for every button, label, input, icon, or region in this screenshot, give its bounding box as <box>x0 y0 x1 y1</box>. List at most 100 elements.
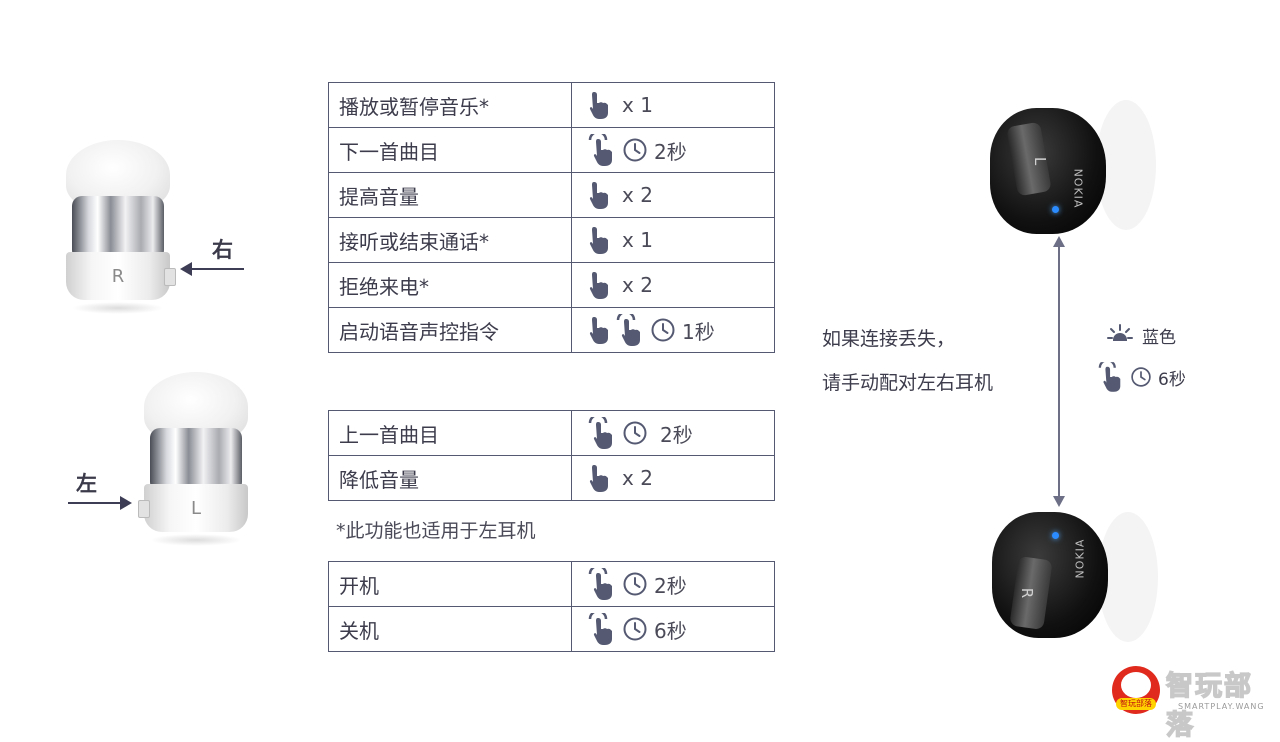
hand-hold-icon <box>588 568 616 600</box>
hand-tap-icon <box>588 90 610 120</box>
row-label: 拒绝来电* <box>328 262 572 308</box>
row-gesture: 6秒 <box>571 606 775 652</box>
row-label: 下一首曲目 <box>328 127 572 173</box>
table-row: 关机 6秒 <box>328 606 775 652</box>
row-gesture: x 2 <box>571 172 775 218</box>
row-gesture: x 2 <box>571 262 775 308</box>
clock-icon <box>650 317 676 343</box>
left-side-label: 左 <box>76 472 97 496</box>
bear-face-icon <box>1121 672 1151 698</box>
table-row: 上一首曲目 2秒 <box>328 410 775 456</box>
bottom-earbud-photo: R NOKIA <box>992 512 1108 638</box>
gesture-text: 1秒 <box>682 319 715 344</box>
pairing-hold-text: 6秒 <box>1158 369 1186 390</box>
gesture-text: 2秒 <box>654 573 687 598</box>
ear-skin <box>1098 512 1158 642</box>
earbud-shadow <box>150 534 242 546</box>
brand-logo: NOKIA <box>1071 168 1085 209</box>
hand-tap-icon <box>588 180 610 210</box>
earbud-letter: L <box>1031 156 1050 166</box>
row-label: 关机 <box>328 606 572 652</box>
table-row: 下一首曲目 2秒 <box>328 127 775 173</box>
power-controls-table: 开机 2秒 关机 6秒 <box>328 561 775 652</box>
earbud-base: L <box>144 484 248 532</box>
top-earbud-photo: L NOKIA <box>990 108 1106 234</box>
left-arrow-head <box>120 496 132 510</box>
hand-hold-icon <box>1098 362 1124 392</box>
clock-icon <box>622 571 648 597</box>
earbud-base: R <box>66 252 170 300</box>
watermark-badge: 智玩部落 <box>1116 698 1156 710</box>
table-row: 降低音量 x 2 <box>328 455 775 501</box>
row-label: 上一首曲目 <box>328 410 572 456</box>
hand-hold-icon <box>588 613 616 645</box>
hand-tap-icon <box>588 225 610 255</box>
led-indicator-row: 蓝色 <box>1106 322 1176 348</box>
right-side-label: 右 <box>212 238 233 262</box>
right-arrow-head <box>180 262 192 276</box>
hand-tap-icon <box>588 315 610 345</box>
clock-icon <box>622 616 648 642</box>
right-earbud-illustration: R <box>66 140 176 316</box>
row-label: 开机 <box>328 561 572 607</box>
metal-housing <box>150 428 242 492</box>
watermark-logo: 智玩部落 <box>1112 666 1160 714</box>
right-earbud-controls-table: 播放或暂停音乐* x 1 下一首曲目 2秒 提高音量 x 2 接听或结束通话* … <box>328 82 775 353</box>
ear-skin <box>1096 100 1156 230</box>
hand-tap-icon <box>588 463 610 493</box>
gesture-text: 6秒 <box>654 618 687 643</box>
clock-icon <box>622 137 648 163</box>
table-row: 提高音量 x 2 <box>328 172 775 218</box>
right-arrow <box>186 268 244 270</box>
metal-housing <box>72 196 164 260</box>
gesture-text: x 2 <box>622 273 653 297</box>
row-label: 启动语音声控指令 <box>328 307 572 353</box>
led-dot <box>1052 532 1059 539</box>
clock-icon <box>622 420 648 446</box>
table-row: 接听或结束通话* x 1 <box>328 217 775 263</box>
table-row: 播放或暂停音乐* x 1 <box>328 82 775 128</box>
table-row: 启动语音声控指令 1秒 <box>328 307 775 353</box>
watermark-title: 智玩部落 <box>1165 670 1253 741</box>
row-label: 接听或结束通话* <box>328 217 572 263</box>
connector-arrow-up <box>1053 236 1065 247</box>
table-row: 拒绝来电* x 2 <box>328 262 775 308</box>
earbud-button <box>138 500 150 518</box>
row-gesture: x 1 <box>571 217 775 263</box>
gesture-text: x 1 <box>622 93 653 117</box>
gesture-text: x 2 <box>622 466 653 490</box>
led-dot <box>1052 206 1059 213</box>
row-label: 提高音量 <box>328 172 572 218</box>
gesture-text: x 1 <box>622 228 653 252</box>
footnote: *此功能也适用于左耳机 <box>336 520 536 542</box>
gesture-text: 2秒 <box>654 139 687 164</box>
row-gesture: 1秒 <box>571 307 775 353</box>
row-gesture: 2秒 <box>571 561 775 607</box>
hand-hold-icon <box>616 314 644 346</box>
row-gesture: 2秒 <box>571 127 775 173</box>
row-label: 播放或暂停音乐* <box>328 82 572 128</box>
connector-arrow-down <box>1053 496 1065 507</box>
pairing-connector-line <box>1058 244 1060 502</box>
brand-logo: NOKIA <box>1073 538 1087 579</box>
left-arrow <box>68 502 122 504</box>
watermark-subtitle: SMARTPLAY.WANG <box>1178 702 1265 711</box>
clock-icon <box>1130 366 1152 388</box>
hand-tap-icon <box>588 270 610 300</box>
led-color-label: 蓝色 <box>1142 327 1176 348</box>
earbud-letter: R <box>111 265 125 287</box>
gesture-text: 2秒 <box>660 422 693 447</box>
earbud-shadow <box>72 302 164 314</box>
pairing-line-1: 如果连接丢失， <box>822 328 956 350</box>
row-label: 降低音量 <box>328 455 572 501</box>
hand-hold-icon <box>588 417 616 449</box>
earbud-letter: L <box>190 497 202 519</box>
left-earbud-illustration: L <box>138 372 248 548</box>
earbud-letter: R <box>1018 587 1037 599</box>
pairing-line-2: 请手动配对左右耳机 <box>822 372 994 394</box>
row-gesture: x 2 <box>571 455 775 501</box>
hand-hold-icon <box>588 134 616 166</box>
row-gesture: x 1 <box>571 82 775 128</box>
earbud-button <box>164 268 176 286</box>
left-earbud-controls-table: 上一首曲目 2秒 降低音量 x 2 <box>328 410 775 501</box>
